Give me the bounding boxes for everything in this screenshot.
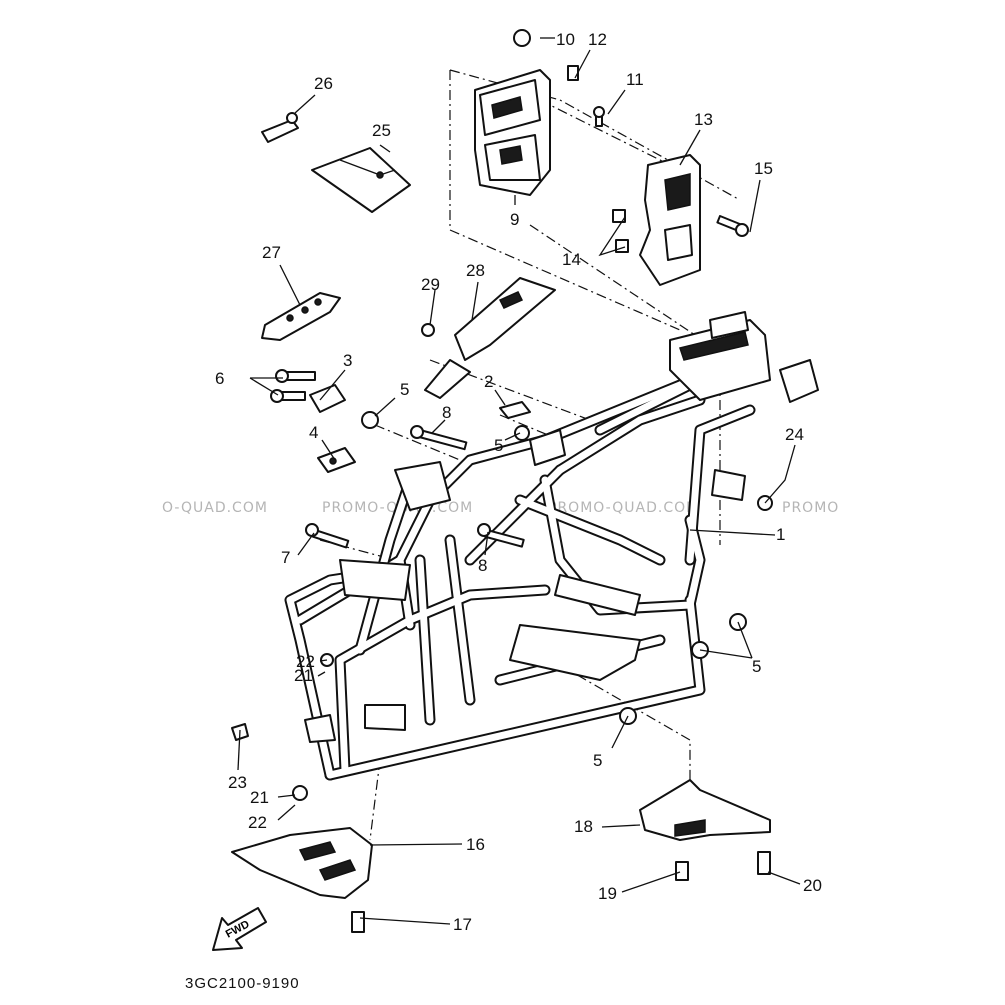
part-2-plate (499, 401, 531, 419)
callout-27: 27 (262, 243, 281, 262)
callout-12: 12 (588, 30, 607, 49)
part-28-bracket-plate (424, 277, 556, 399)
callout-29: 29 (421, 275, 440, 294)
part-7-bolt (305, 523, 350, 549)
watermark-1: O-QUAD.COM (162, 500, 268, 516)
callout-5-right: 5 (752, 657, 761, 676)
part-10-bolt (513, 29, 531, 47)
callout-10: 10 (556, 30, 575, 49)
callout-9: 9 (510, 210, 519, 229)
callout-8-lower: 8 (478, 556, 487, 575)
callout-26: 26 (314, 74, 333, 93)
part-16-skid-plate (231, 827, 373, 899)
callout-20: 20 (803, 876, 822, 895)
callout-24: 24 (785, 425, 804, 444)
callout-16: 16 (466, 835, 485, 854)
callout-19: 19 (598, 884, 617, 903)
callout-8-upper: 8 (442, 403, 451, 422)
part-3-mount (309, 384, 346, 413)
part-14-dampers (612, 209, 629, 253)
part-15-bolt (716, 214, 749, 237)
callout-14: 14 (562, 250, 581, 269)
callout-22-lower: 22 (248, 813, 267, 832)
callout-6: 6 (215, 369, 224, 388)
callout-5-lower: 5 (593, 751, 602, 770)
part-8-bolt-upper (410, 425, 468, 451)
callout-7: 7 (281, 548, 290, 567)
callout-21-upper: 21 (294, 666, 313, 685)
part-6-bolts (270, 369, 316, 403)
callout-11: 11 (626, 70, 644, 89)
main-frame (284, 311, 819, 781)
callout-23: 23 (228, 773, 247, 792)
callout-28: 28 (466, 261, 485, 280)
callout-15: 15 (754, 159, 773, 178)
watermark-4: PROMO (782, 500, 839, 516)
part-26-clip (261, 112, 299, 143)
callout-21-lower: 21 (250, 788, 269, 807)
callout-22-upper: 22 (296, 652, 315, 671)
callout-4: 4 (309, 423, 318, 442)
part-code: 3GC2100-9190 (185, 975, 300, 992)
part-11-screw (593, 106, 605, 127)
leader-lines (237, 37, 801, 925)
callout-labels: 1 2 3 4 5 5 5 5 6 7 8 8 9 10 11 12 13 14… (215, 30, 822, 934)
part-4-mount (317, 447, 356, 473)
part-13-bracket (639, 154, 701, 286)
watermark-3: PROMO-QUAD.COM (548, 500, 699, 516)
part-9-battery-box (474, 69, 551, 196)
callout-25: 25 (372, 121, 391, 140)
watermark-group: O-QUAD.COM PROMO-QUAD.COM PROMO-QUAD.COM… (162, 500, 839, 516)
part-8-bolt-lower (477, 523, 525, 548)
fwd-arrow-icon: FWD (212, 907, 267, 951)
callout-5-upper-left: 5 (400, 380, 409, 399)
part-27-pad (261, 292, 341, 341)
callout-1: 1 (776, 525, 785, 544)
part-20-bolt (757, 851, 771, 875)
part-19-bolt (675, 861, 689, 881)
part-18-footrest (639, 779, 771, 841)
callout-18: 18 (574, 817, 593, 836)
part-12-clip (567, 65, 579, 81)
callout-3: 3 (343, 351, 352, 370)
part-25-tool-bag (311, 147, 411, 213)
callout-5-upper-right: 5 (494, 436, 503, 455)
part-17-bolt (351, 911, 365, 933)
part-29-bolt (421, 323, 435, 337)
callout-2: 2 (484, 372, 493, 391)
callout-13: 13 (694, 110, 713, 129)
callout-17: 17 (453, 915, 472, 934)
